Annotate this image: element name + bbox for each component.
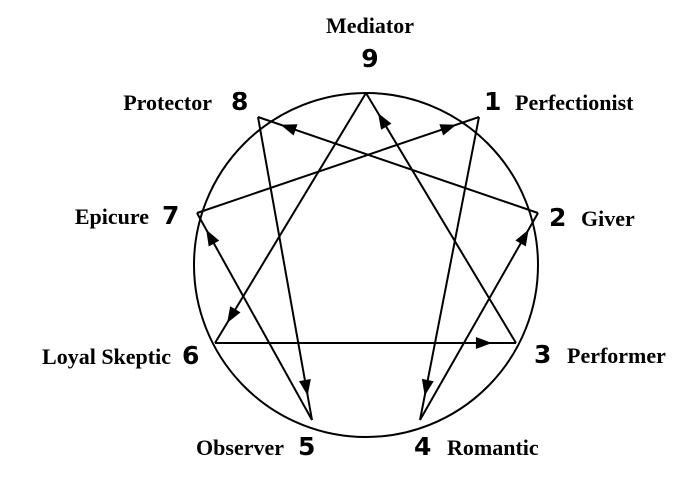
type-7-name: Epicure [75,204,149,229]
type-1-number: 1 [484,87,501,116]
type-3-number: 3 [534,340,551,369]
arrowhead-3-to-9 [378,113,392,130]
arrowhead-7-to-1 [439,124,457,136]
type-3-name: Performer [567,343,666,368]
enneagram-circle [193,92,539,438]
arrowhead-9-to-6 [227,306,241,323]
type-8-number: 8 [231,87,248,116]
type-1-name: Perfectionist [515,90,634,115]
type-4-number: 4 [414,432,431,461]
type-5-name: Observer [196,435,284,460]
connection-2-to-8 [257,116,539,214]
type-4-name: Romantic [447,435,539,460]
arrowhead-8-to-5 [299,379,311,396]
type-8-name: Protector [123,90,212,115]
connection-4-to-2 [419,212,539,421]
type-5-number: 5 [298,432,315,461]
type-6-name: Loyal Skeptic [42,344,171,369]
connection-8-to-5 [257,116,313,421]
arrowhead-4-to-2 [515,229,529,247]
type-6-number: 6 [182,341,199,370]
type-2-number: 2 [549,203,566,232]
type-2-name: Giver [581,206,635,231]
connection-5-to-7 [196,212,313,421]
arrowhead-1-to-4 [421,378,434,396]
connection-3-to-9 [365,92,517,344]
type-7-number: 7 [162,201,179,230]
type-9-name: Mediator [326,13,414,38]
connection-lines [196,92,539,421]
arrowhead-2-to-8 [280,124,298,136]
arrowhead-5-to-7 [206,229,220,247]
connection-1-to-4 [419,116,480,421]
arrowhead-6-to-3 [475,337,492,349]
connection-7-to-1 [196,116,480,214]
type-9-number: 9 [361,44,378,73]
connection-9-to-6 [214,92,367,344]
